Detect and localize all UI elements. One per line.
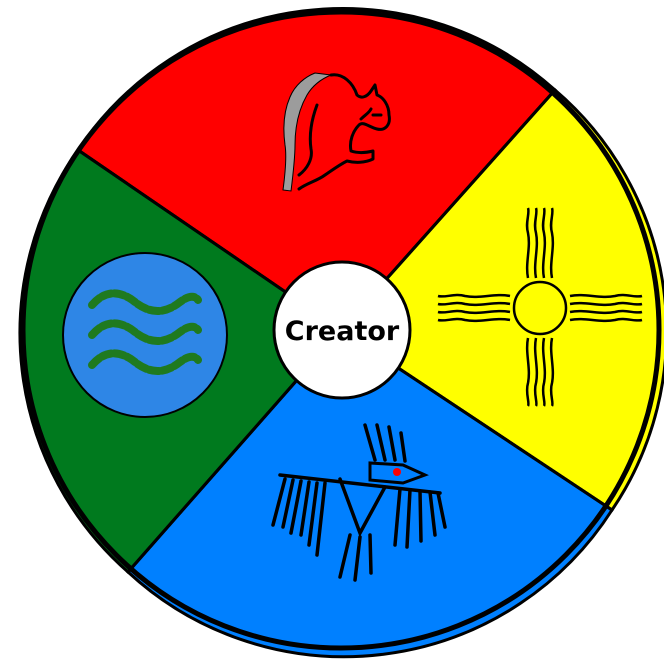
center-label: Creator [285,316,400,347]
water-waves-icon [63,253,227,417]
creator-center: Creator [274,262,410,398]
